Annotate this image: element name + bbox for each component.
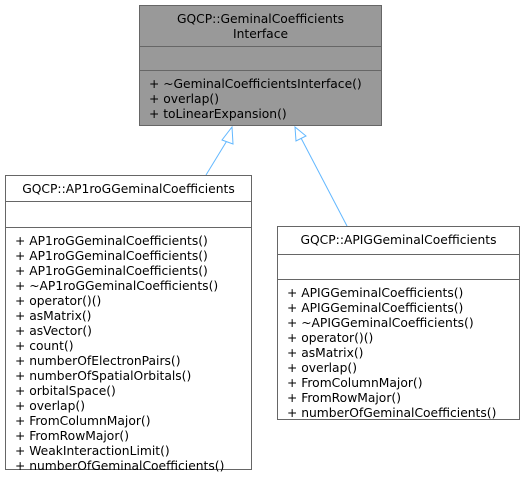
method-entry: + FromRowMajor() — [287, 391, 401, 405]
method-entry: + asMatrix() — [15, 309, 92, 323]
class-title-line: Interface — [232, 27, 289, 41]
method-entry: + asVector() — [15, 324, 92, 338]
inheritance-arrowhead-apig — [294, 125, 307, 142]
method-entry: + overlap() — [287, 361, 357, 375]
class-apig-geminal-coefficients[interactable]: GQCP::APIGGeminalCoefficients + APIGGemi… — [277, 226, 520, 420]
class-title: GQCP::GeminalCoefficients Interface — [140, 6, 381, 46]
method-entry: + numberOfElectronPairs() — [15, 354, 181, 368]
method-entry: + AP1roGGeminalCoefficients() — [15, 249, 208, 263]
class-methods: + APIGGeminalCoefficients() + APIGGemina… — [278, 279, 519, 427]
method-entry: + APIGGeminalCoefficients() — [287, 286, 464, 300]
method-entry: + numberOfGeminalCoefficients() — [287, 406, 497, 420]
method-entry: + count() — [15, 339, 74, 353]
inheritance-arrowhead-ap1rog — [221, 125, 234, 145]
class-title: GQCP::APIGGeminalCoefficients — [278, 227, 519, 254]
method-entry: + FromRowMajor() — [15, 429, 129, 443]
class-attributes — [140, 46, 381, 70]
class-title: GQCP::AP1roGGeminalCoefficients — [6, 176, 251, 201]
method-entry: + ~AP1roGGeminalCoefficients() — [15, 279, 219, 293]
class-title-line: GQCP::GeminalCoefficients — [176, 12, 345, 26]
method-entry: + ~GeminalCoefficientsInterface() — [149, 77, 362, 91]
inheritance-edge-apig — [300, 137, 348, 227]
method-entry: + FromColumnMajor() — [287, 376, 423, 390]
method-entry: + numberOfSpatialOrbitals() — [15, 369, 192, 383]
method-entry: + AP1roGGeminalCoefficients() — [15, 234, 208, 248]
method-entry: + overlap() — [149, 92, 219, 106]
method-entry: + toLinearExpansion() — [149, 107, 287, 121]
class-methods: + AP1roGGeminalCoefficients() + AP1roGGe… — [6, 227, 251, 480]
method-entry: + numberOfGeminalCoefficients() — [15, 459, 225, 473]
method-entry: + WeakInteractionLimit() — [15, 444, 170, 458]
class-attributes — [278, 254, 519, 279]
method-entry: + operator()() — [15, 294, 102, 308]
class-geminal-coefficients-interface[interactable]: GQCP::GeminalCoefficients Interface + ~G… — [139, 5, 382, 126]
method-entry: + asMatrix() — [287, 346, 364, 360]
method-entry: + FromColumnMajor() — [15, 414, 151, 428]
class-methods: + ~GeminalCoefficientsInterface() + over… — [140, 70, 381, 128]
method-entry: + operator()() — [287, 331, 374, 345]
method-entry: + orbitalSpace() — [15, 384, 116, 398]
class-ap1rog-geminal-coefficients[interactable]: GQCP::AP1roGGeminalCoefficients + AP1roG… — [5, 175, 252, 473]
method-entry: + ~APIGGeminalCoefficients() — [287, 316, 474, 330]
class-title-line: GQCP::AP1roGGeminalCoefficients — [22, 182, 235, 196]
method-entry: + AP1roGGeminalCoefficients() — [15, 264, 208, 278]
class-attributes — [6, 201, 251, 227]
method-entry: + overlap() — [15, 399, 85, 413]
inheritance-edge-ap1rog — [205, 138, 229, 176]
method-entry: + APIGGeminalCoefficients() — [287, 301, 464, 315]
class-title-line: GQCP::APIGGeminalCoefficients — [300, 233, 497, 247]
